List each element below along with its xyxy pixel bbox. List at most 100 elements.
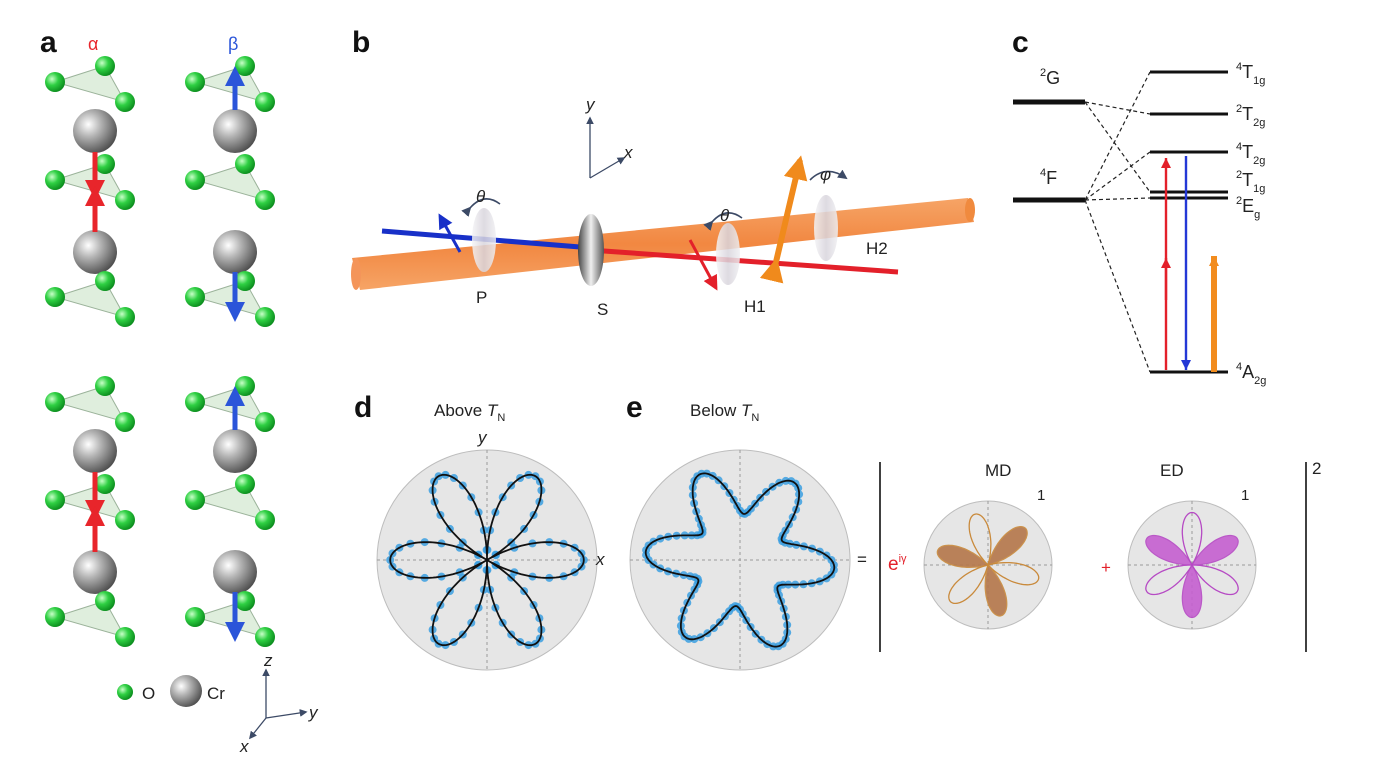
term-sub: g	[1254, 209, 1260, 221]
outline-lobe	[1181, 511, 1203, 567]
axis-x-label: x	[239, 737, 249, 756]
oxygen-atom	[235, 591, 255, 611]
oxygen-atom	[95, 154, 115, 174]
oxygen-atom	[45, 490, 65, 510]
chromium-atom	[213, 230, 257, 274]
axis-z-label: z	[263, 651, 273, 670]
outline-lobe	[948, 564, 989, 605]
oxygen-triangle	[193, 163, 267, 201]
term-main: T	[1242, 170, 1253, 190]
chromium-atom	[213, 550, 257, 594]
b-axis-x-label: x	[623, 143, 633, 162]
label-s: S	[597, 300, 608, 319]
md-label: MD	[985, 461, 1011, 480]
oxygen-atom	[255, 190, 275, 210]
rotation-arrow-icon	[809, 169, 848, 181]
panel-d-title: Above TN	[434, 401, 505, 424]
panel-c-letter: c	[1012, 26, 1029, 59]
oxygen-atom	[255, 510, 275, 530]
filled-lobe	[987, 526, 1028, 566]
term-sub: 1g	[1253, 183, 1265, 195]
term-label-left: 4F	[1040, 167, 1057, 188]
oxygen-triangle	[53, 163, 127, 201]
oxygen-atom	[95, 376, 115, 396]
panel-a-axes: z y x	[239, 651, 319, 756]
term-sub: 1g	[1253, 75, 1265, 87]
filled-lobe	[1145, 534, 1194, 566]
term-sub: 2g	[1253, 117, 1265, 129]
sample-s	[578, 214, 604, 286]
term-main: T	[1242, 142, 1253, 162]
oxygen-atom	[115, 92, 135, 112]
rotation-arrow-icon	[461, 198, 501, 217]
panel-b-letter: b	[352, 26, 370, 59]
oxygen-triangle	[53, 385, 127, 423]
outline-lobe	[968, 513, 992, 567]
ed-scale-label: 1	[1241, 487, 1249, 504]
oxygen-atom	[45, 392, 65, 412]
oxygen-atom	[185, 72, 205, 92]
oxygen-atom	[95, 591, 115, 611]
oxygen-atom	[45, 72, 65, 92]
term-label-left: 2G	[1040, 67, 1060, 88]
oxygen-atom	[45, 287, 65, 307]
polar-d-x-label: x	[595, 550, 605, 569]
term-label-right: 4A2g	[1236, 361, 1266, 387]
chromium-atom	[73, 429, 117, 473]
panel-a-legend: O Cr	[117, 675, 225, 707]
chromium-atom	[73, 109, 117, 153]
level-connector	[1084, 101, 1151, 193]
oxygen-atom	[185, 170, 205, 190]
term-main: G	[1046, 68, 1060, 88]
outline-lobe	[1190, 564, 1239, 596]
term-sup: 4	[1236, 361, 1242, 373]
term-sup: 2	[1040, 67, 1046, 79]
oxygen-triangle	[193, 600, 267, 638]
pump-polarization-icon	[759, 155, 808, 284]
term-sub: 2g	[1253, 155, 1265, 167]
oxygen-atom	[185, 490, 205, 510]
oxygen-atom	[95, 474, 115, 494]
term-main: T	[1242, 104, 1253, 124]
term-sup: 2	[1236, 169, 1242, 181]
oxygen-atom-icon	[117, 684, 133, 700]
oxygen-atom	[45, 170, 65, 190]
outline-lobe	[1145, 564, 1194, 596]
term-main: T	[1242, 62, 1253, 82]
oxygen-atom	[115, 510, 135, 530]
term-label-right: 2Eg	[1236, 195, 1260, 221]
panel-e-letter: e	[626, 391, 643, 424]
term-label-right: 4T1g	[1236, 61, 1265, 87]
phase-factor: eiγ	[888, 553, 907, 575]
alpha-label: α	[88, 34, 98, 54]
squared-exponent: 2	[1312, 459, 1321, 478]
md-scale-label: 1	[1037, 487, 1045, 504]
panel-a-letter: a	[40, 26, 57, 59]
probe-out-polarization-icon	[688, 239, 718, 291]
level-connector	[1084, 71, 1151, 201]
oxygen-atom	[235, 56, 255, 76]
legend-o-label: O	[142, 684, 155, 703]
term-sup: 2	[1236, 103, 1242, 115]
term-sub: 2g	[1254, 375, 1266, 387]
chromium-atom	[213, 429, 257, 473]
term-main: E	[1242, 196, 1254, 216]
legend-cr-label: Cr	[207, 684, 225, 703]
equals-sign: =	[857, 550, 867, 569]
polarizer-p	[472, 208, 496, 272]
polar-plot-md	[923, 500, 1053, 630]
term-sup: 4	[1236, 61, 1242, 73]
oxygen-atom	[255, 307, 275, 327]
oxygen-atom	[235, 154, 255, 174]
level-connector	[1084, 197, 1151, 201]
filled-lobe	[984, 563, 1008, 617]
term-sup: 2	[1236, 195, 1242, 207]
label-h1: H1	[744, 297, 766, 316]
pump-beam-end	[351, 258, 361, 290]
chromium-atom	[73, 550, 117, 594]
term-label-right: 2T2g	[1236, 103, 1265, 129]
term-sup: 4	[1236, 141, 1242, 153]
filled-lobe	[1181, 563, 1203, 619]
pump-beam-end-right	[965, 198, 975, 222]
rotation-arrow-icon	[703, 212, 743, 231]
